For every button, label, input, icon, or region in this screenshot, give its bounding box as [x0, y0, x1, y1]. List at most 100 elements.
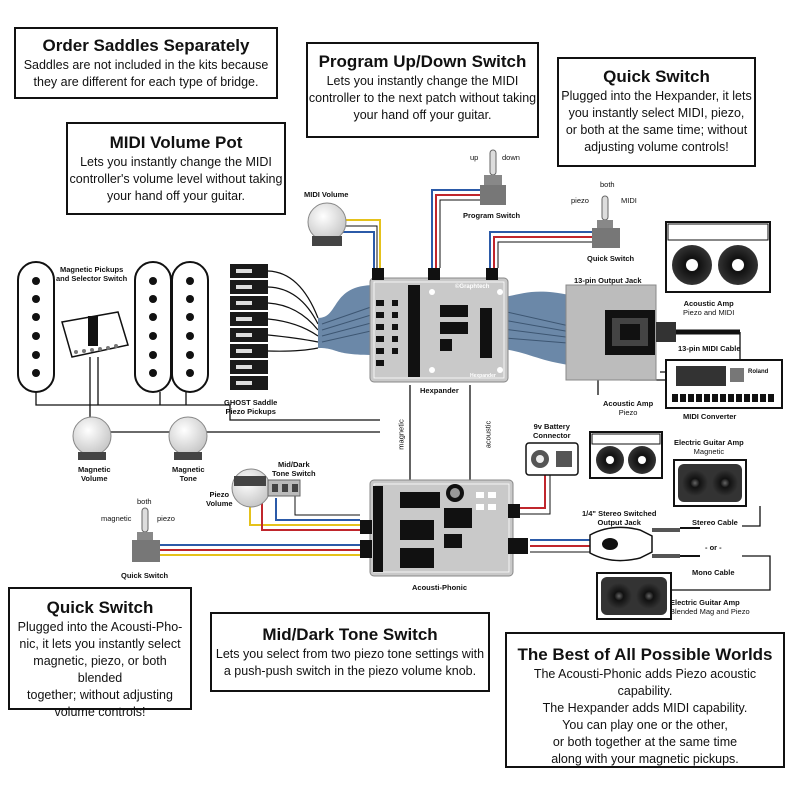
- midi-volume-pot-line-2: controller's volume level without taking: [69, 172, 283, 186]
- quick-switch-bottom-line-3: magnetic, piezo, or both blended: [33, 654, 167, 685]
- pickup-bridge: [171, 261, 209, 393]
- label-magnetic-tone-line-1: Magnetic: [172, 465, 205, 474]
- quick-switch-bottom-device: [132, 507, 160, 562]
- label-quick-switch-bottom: Quick Switch: [121, 571, 169, 580]
- label-quick-switch-top: Quick Switch: [587, 254, 635, 263]
- order-saddles-box: Order Saddles Separately Saddles are not…: [14, 27, 278, 99]
- quick-switch-top-line-3: or both at the same time; without: [565, 123, 748, 137]
- label-piezo-volume-line-2: Volume: [206, 499, 233, 508]
- label-program-switch: Program Switch: [463, 211, 521, 220]
- label-acoustic-amp-top: Acoustic Amp Piezo and MIDI: [683, 299, 734, 317]
- label-13pin-jack: 13-pin Output Jack: [574, 276, 642, 285]
- label-stereo-jack: 1/4" Stereo Switched Output Jack: [582, 509, 656, 527]
- label-electric-amp-bottom: Electric Guitar Amp Blended Mag and Piez…: [670, 598, 750, 616]
- magnetic-volume-knob: [72, 416, 112, 460]
- label-midi-converter-brand: Roland: [748, 369, 769, 375]
- midi-volume-pot-box: MIDI Volume Pot Lets you instantly chang…: [66, 122, 286, 215]
- quick-switch-bottom-line-4: together; without adjusting: [27, 688, 173, 702]
- label-graphtech: ©Graphtech: [455, 284, 490, 290]
- label-stereo-cable: Stereo Cable: [692, 518, 738, 527]
- program-switch-line-2: controller to the next patch without tak…: [308, 91, 537, 105]
- label-magnetic-tone: Magnetic Tone: [172, 465, 205, 483]
- quick-switch-bottom-line-2: nic, it lets you instantly select: [19, 637, 181, 651]
- label-magnetic-tone-line-2: Tone: [179, 474, 197, 483]
- order-saddles-title: Order Saddles Separately: [42, 36, 250, 55]
- label-up: up: [470, 153, 479, 162]
- label-midi-top: MIDI: [621, 196, 637, 205]
- best-of-worlds-line-1: The Acousti-Phonic adds Piezo acoustic c…: [533, 667, 757, 698]
- label-down: down: [502, 153, 520, 162]
- label-acoustic-amp-top-line-2: Piezo and MIDI: [683, 308, 735, 317]
- quick-switch-bottom-line-5: volume controls!: [54, 705, 146, 719]
- label-midi-converter: MIDI Converter: [683, 412, 737, 421]
- label-magnetic-bottom: magnetic: [101, 514, 132, 523]
- label-electric-amp-bottom-line-2: Blended Mag and Piezo: [670, 607, 750, 616]
- mid-dark-tone-box: Mid/Dark Tone Switch Lets you select fro…: [210, 612, 490, 692]
- label-electric-amp-top-line-1: Electric Guitar Amp: [674, 438, 744, 447]
- label-acoustic-amp-mid-line-1: Acoustic Amp: [603, 399, 654, 408]
- label-magnetic-volume-line-1: Magnetic: [78, 465, 111, 474]
- program-switch-title: Program Up/Down Switch: [318, 52, 527, 71]
- label-acoustic-amp-mid: Acoustic Amp Piezo: [603, 399, 653, 417]
- midi-volume-pot-line-1: Lets you instantly change the MIDI: [80, 155, 272, 169]
- best-of-worlds-line-3: You can play one or the other,: [562, 718, 728, 732]
- electric-amp-bottom: [596, 572, 672, 620]
- quick-switch-top-line-1: Plugged into the Hexpander, it lets: [561, 89, 752, 103]
- label-battery-line-2: Connector: [533, 431, 571, 440]
- order-saddles-line-1: Saddles are not included in the kits bec…: [23, 58, 269, 72]
- best-of-worlds-line-5: along with your magnetic pickups.: [551, 752, 739, 766]
- quick-switch-bottom-box: Quick Switch Plugged into the Acousti-Ph…: [8, 587, 192, 719]
- label-mono-cable: Mono Cable: [692, 568, 735, 577]
- label-both-bottom: both: [137, 497, 152, 506]
- piezo-volume-knob: [231, 468, 271, 508]
- midi-volume-pot-line-3: your hand off your guitar.: [106, 189, 246, 203]
- quick-switch-bottom-line-1: Plugged into the Acousti-Pho-: [17, 620, 183, 634]
- label-mid-dark-switch: Mid/Dark Tone Switch: [272, 460, 316, 478]
- label-electric-amp-top: Electric Guitar Amp Magnetic: [674, 438, 744, 456]
- label-mid-dark-switch-line-1: Mid/Dark: [277, 460, 310, 469]
- program-switch-box: Program Up/Down Switch Lets you instantl…: [306, 42, 539, 138]
- label-piezo-bottom: piezo: [157, 514, 175, 523]
- label-magnetic-wire: magnetic: [396, 419, 406, 450]
- label-ghost-saddle-line-2: Piezo Pickups: [225, 407, 276, 416]
- program-switch-line-1: Lets you instantly change the MIDI: [326, 74, 519, 88]
- midi-volume-pot-title: MIDI Volume Pot: [109, 133, 243, 152]
- pickup-neck: [17, 261, 55, 393]
- label-piezo-top: piezo: [571, 196, 589, 205]
- best-of-worlds-box: The Best of All Possible Worlds The Acou…: [505, 632, 785, 768]
- label-acousti-phonic: Acousti-Phonic: [412, 583, 468, 592]
- label-hexpander: Hexpander: [420, 386, 459, 395]
- best-of-worlds-title: The Best of All Possible Worlds: [517, 645, 773, 664]
- label-piezo-volume: Piezo Volume: [206, 490, 233, 508]
- label-magnetic-pickups-line-1: Magnetic Pickups: [59, 265, 124, 274]
- label-midi-volume: MIDI Volume: [304, 190, 349, 199]
- label-ghost-saddle-line-1: GHOST Saddle: [224, 398, 278, 407]
- best-of-worlds-line-2: The Hexpander adds MIDI capability.: [542, 701, 748, 715]
- order-saddles-line-2: they are different for each type of brid…: [33, 75, 259, 89]
- label-stereo-jack-line-2: Output Jack: [597, 518, 641, 527]
- quick-switch-top-title: Quick Switch: [603, 67, 710, 86]
- best-of-worlds-line-4: or both together at the same time: [552, 735, 738, 749]
- acoustic-amp-middle: [589, 431, 663, 479]
- label-acoustic-amp-top-line-1: Acoustic Amp: [683, 299, 734, 308]
- mid-dark-tone-line-1: Lets you select from two piezo tone sett…: [215, 647, 485, 661]
- output-cables: [652, 506, 771, 591]
- pickup-middle: [134, 261, 172, 393]
- label-magnetic-volume: Magnetic Volume: [78, 465, 111, 483]
- label-battery: 9v Battery Connector: [533, 422, 571, 440]
- label-piezo-volume-line-1: Piezo: [209, 490, 230, 499]
- quick-switch-bottom-title: Quick Switch: [46, 598, 154, 617]
- label-electric-amp-top-line-2: Magnetic: [693, 447, 725, 456]
- thirteen-pin-output-jack: [565, 284, 676, 381]
- mid-dark-tone-line-2: a push-push switch in the piezo volume k…: [223, 664, 477, 678]
- electric-amp-top: [673, 459, 747, 507]
- label-mid-dark-switch-line-2: Tone Switch: [272, 469, 316, 478]
- label-midi-cable: 13-pin MIDI Cable: [678, 344, 741, 353]
- label-acoustic-amp-mid-line-2: Piezo: [618, 408, 638, 417]
- magnetic-tone-knob: [168, 416, 208, 460]
- quick-switch-top-device: [592, 195, 620, 248]
- label-electric-amp-bottom-line-1: Electric Guitar Amp: [670, 598, 740, 607]
- ghost-saddle-pickups: [230, 264, 268, 390]
- program-switch: [480, 149, 506, 205]
